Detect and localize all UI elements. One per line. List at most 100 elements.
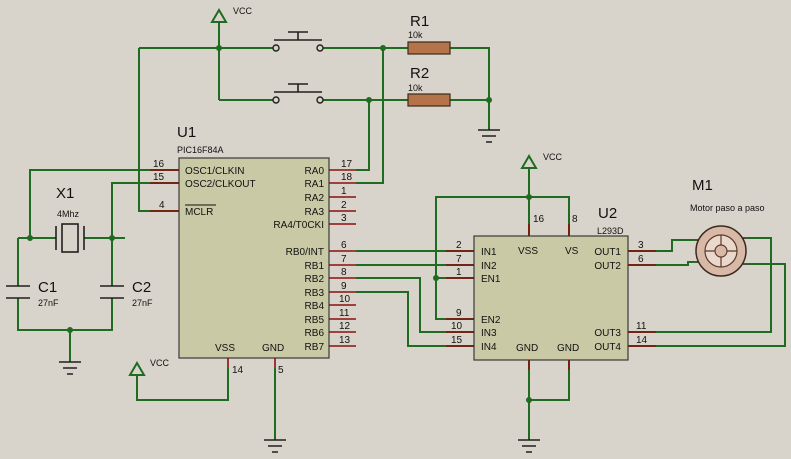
- vcc-label: VCC: [543, 152, 563, 162]
- x1-ref: X1: [56, 185, 74, 202]
- pin-name: EN2: [481, 315, 501, 326]
- vcc-label: VCC: [150, 358, 170, 368]
- pin-name: RB0/INT: [286, 247, 324, 258]
- pin-name: RB1: [305, 261, 325, 272]
- pin-name: OUT1: [594, 247, 621, 258]
- junction-dot: [526, 194, 532, 200]
- c1-ref: C1: [38, 279, 57, 296]
- junction-dot: [366, 97, 372, 103]
- wires: [17, 22, 786, 440]
- vcc-label: VCC: [233, 6, 253, 16]
- pin-name: RB2: [305, 274, 325, 285]
- pin-name: RB6: [305, 328, 325, 339]
- junction-dot: [109, 235, 115, 241]
- capacitor-c1: C1 27nF: [6, 279, 59, 308]
- pin-name: IN4: [481, 342, 497, 353]
- junction-dot: [486, 97, 492, 103]
- pin-number: 4: [159, 200, 165, 211]
- ground-symbol-u2: [518, 439, 540, 453]
- pin-name: IN1: [481, 247, 497, 258]
- pin-name: VSS: [215, 343, 235, 354]
- r1-value: 10k: [408, 30, 423, 40]
- junction-dot: [216, 45, 222, 51]
- pin-number: 12: [339, 321, 351, 332]
- pin-name-mclr: MCLR: [185, 207, 213, 218]
- junction-dot: [526, 397, 532, 403]
- pin-name: RB5: [305, 315, 325, 326]
- pin-name: GND: [557, 343, 579, 354]
- u1-part: PIC16F84A: [177, 145, 224, 155]
- u2-ref: U2: [598, 205, 617, 222]
- pin-name: GND: [516, 343, 538, 354]
- u2-top-pins: 16 8 VSS VS: [518, 214, 579, 257]
- x1-value: 4Mhz: [57, 209, 80, 219]
- pin-number: 9: [456, 308, 462, 319]
- pin-number: 5: [278, 365, 284, 376]
- u1-ref: U1: [177, 124, 196, 141]
- pin-name: GND: [262, 343, 284, 354]
- c2-ref: C2: [132, 279, 151, 296]
- pin-name: OSC1/CLKIN: [185, 166, 244, 177]
- pin-name: VS: [565, 246, 579, 257]
- pin-name: RB7: [305, 342, 325, 353]
- r2-ref: R2: [410, 65, 429, 82]
- capacitor-c2: C2 27nF: [100, 279, 153, 308]
- c2-value: 27nF: [132, 298, 153, 308]
- pin-number: 1: [456, 267, 462, 278]
- pin-number: 6: [341, 240, 347, 251]
- push-button-2: [272, 83, 324, 104]
- pin-number: 17: [341, 159, 353, 170]
- pin-name: IN2: [481, 261, 497, 272]
- u1-bottom-pins: VSS GND 14 5: [215, 343, 284, 376]
- u2-left-pins: 2 7 1 9 10 15 IN1 IN2 EN1 EN2 IN3 IN4: [446, 240, 501, 353]
- u1-right-pins: 17 18 1 2 3 6 7 8 9 10 11 12 13 RA0 RA1 …: [273, 159, 356, 353]
- pin-name: RB4: [305, 301, 325, 312]
- pin-name: OUT2: [594, 261, 621, 272]
- pin-number: 15: [451, 335, 463, 346]
- pin-name: RA3: [305, 207, 325, 218]
- pin-number: 10: [451, 321, 463, 332]
- pin-number: 14: [636, 335, 648, 346]
- crystal-x1: X1 4Mhz: [55, 185, 85, 253]
- pin-number: 8: [341, 267, 347, 278]
- vcc-symbol-top: VCC: [210, 6, 253, 23]
- pin-name: IN3: [481, 328, 497, 339]
- stepper-motor-m1: M1 Motor paso a paso: [690, 177, 765, 277]
- pin-number: 7: [341, 254, 347, 265]
- pin-name: RA2: [305, 193, 325, 204]
- pin-number: 13: [339, 335, 351, 346]
- pin-name: OUT4: [594, 342, 621, 353]
- pin-number: 2: [456, 240, 462, 251]
- junction-dot: [433, 275, 439, 281]
- pin-number: 9: [341, 281, 347, 292]
- pin-number: 14: [232, 365, 244, 376]
- pin-name: RA4/T0CKI: [273, 220, 324, 231]
- pin-name: OSC2/CLKOUT: [185, 179, 256, 190]
- chip-u1: U1 PIC16F84A 16 15 4 OSC1/CLKIN OSC2/CLK…: [150, 124, 356, 376]
- pin-name: RA0: [305, 166, 325, 177]
- pin-number: 10: [339, 294, 351, 305]
- junction-dot: [380, 45, 386, 51]
- junction-dot: [67, 327, 73, 333]
- ground-symbol-u1: [264, 439, 286, 453]
- pin-number: 3: [341, 213, 347, 224]
- pin-number: 11: [636, 321, 647, 332]
- chip-u2: U2 L293D 2 7 1 9 10 15 IN1 IN2 EN1 EN2 I…: [446, 205, 656, 370]
- pin-number: 7: [456, 254, 462, 265]
- pin-name: EN1: [481, 274, 501, 285]
- pin-number: 8: [572, 214, 578, 225]
- pin-name: RB3: [305, 288, 325, 299]
- m1-part: Motor paso a paso: [690, 203, 765, 213]
- pin-number: 6: [638, 254, 644, 265]
- pin-number: 2: [341, 200, 347, 211]
- resistor-r1: R1 10k: [407, 13, 451, 55]
- pin-number: 16: [533, 214, 545, 225]
- c1-value: 27nF: [38, 298, 59, 308]
- junctions: [27, 45, 532, 403]
- r1-ref: R1: [410, 13, 429, 30]
- junction-dot: [27, 235, 33, 241]
- pin-number: 16: [153, 159, 165, 170]
- pin-number: 11: [339, 308, 350, 319]
- resistor-r2: R2 10k: [407, 65, 451, 107]
